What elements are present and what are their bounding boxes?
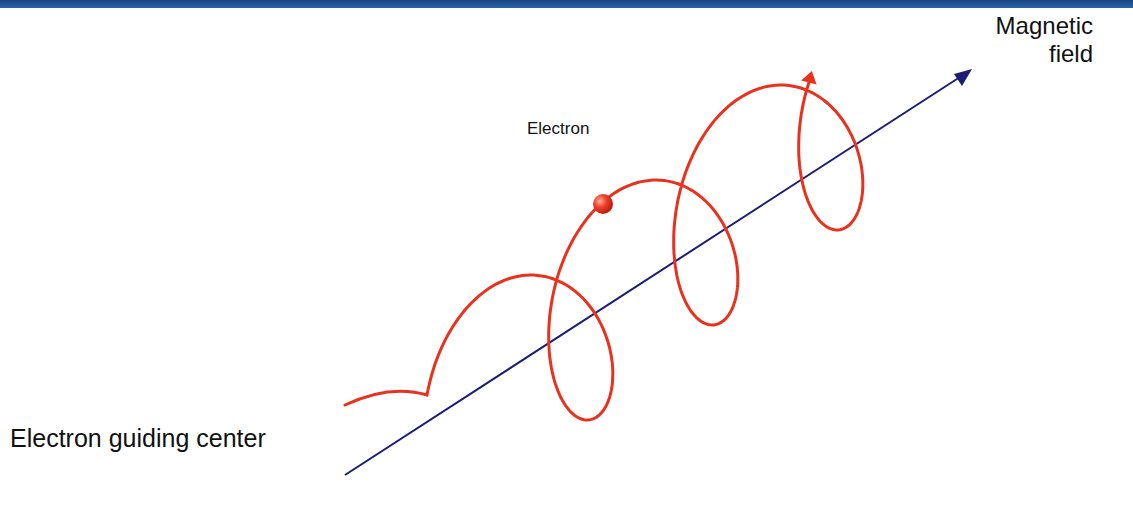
header-bar — [0, 0, 1133, 8]
particle-label: Electron — [527, 119, 589, 139]
helix-arrowhead — [801, 71, 817, 85]
field-line — [345, 77, 960, 475]
axis-label: Electron guiding center — [10, 424, 266, 453]
electron-sphere — [593, 194, 613, 214]
axis-label: Magnetic field — [953, 12, 1093, 67]
field-arrowhead — [954, 69, 972, 86]
helix-path — [345, 83, 863, 420]
